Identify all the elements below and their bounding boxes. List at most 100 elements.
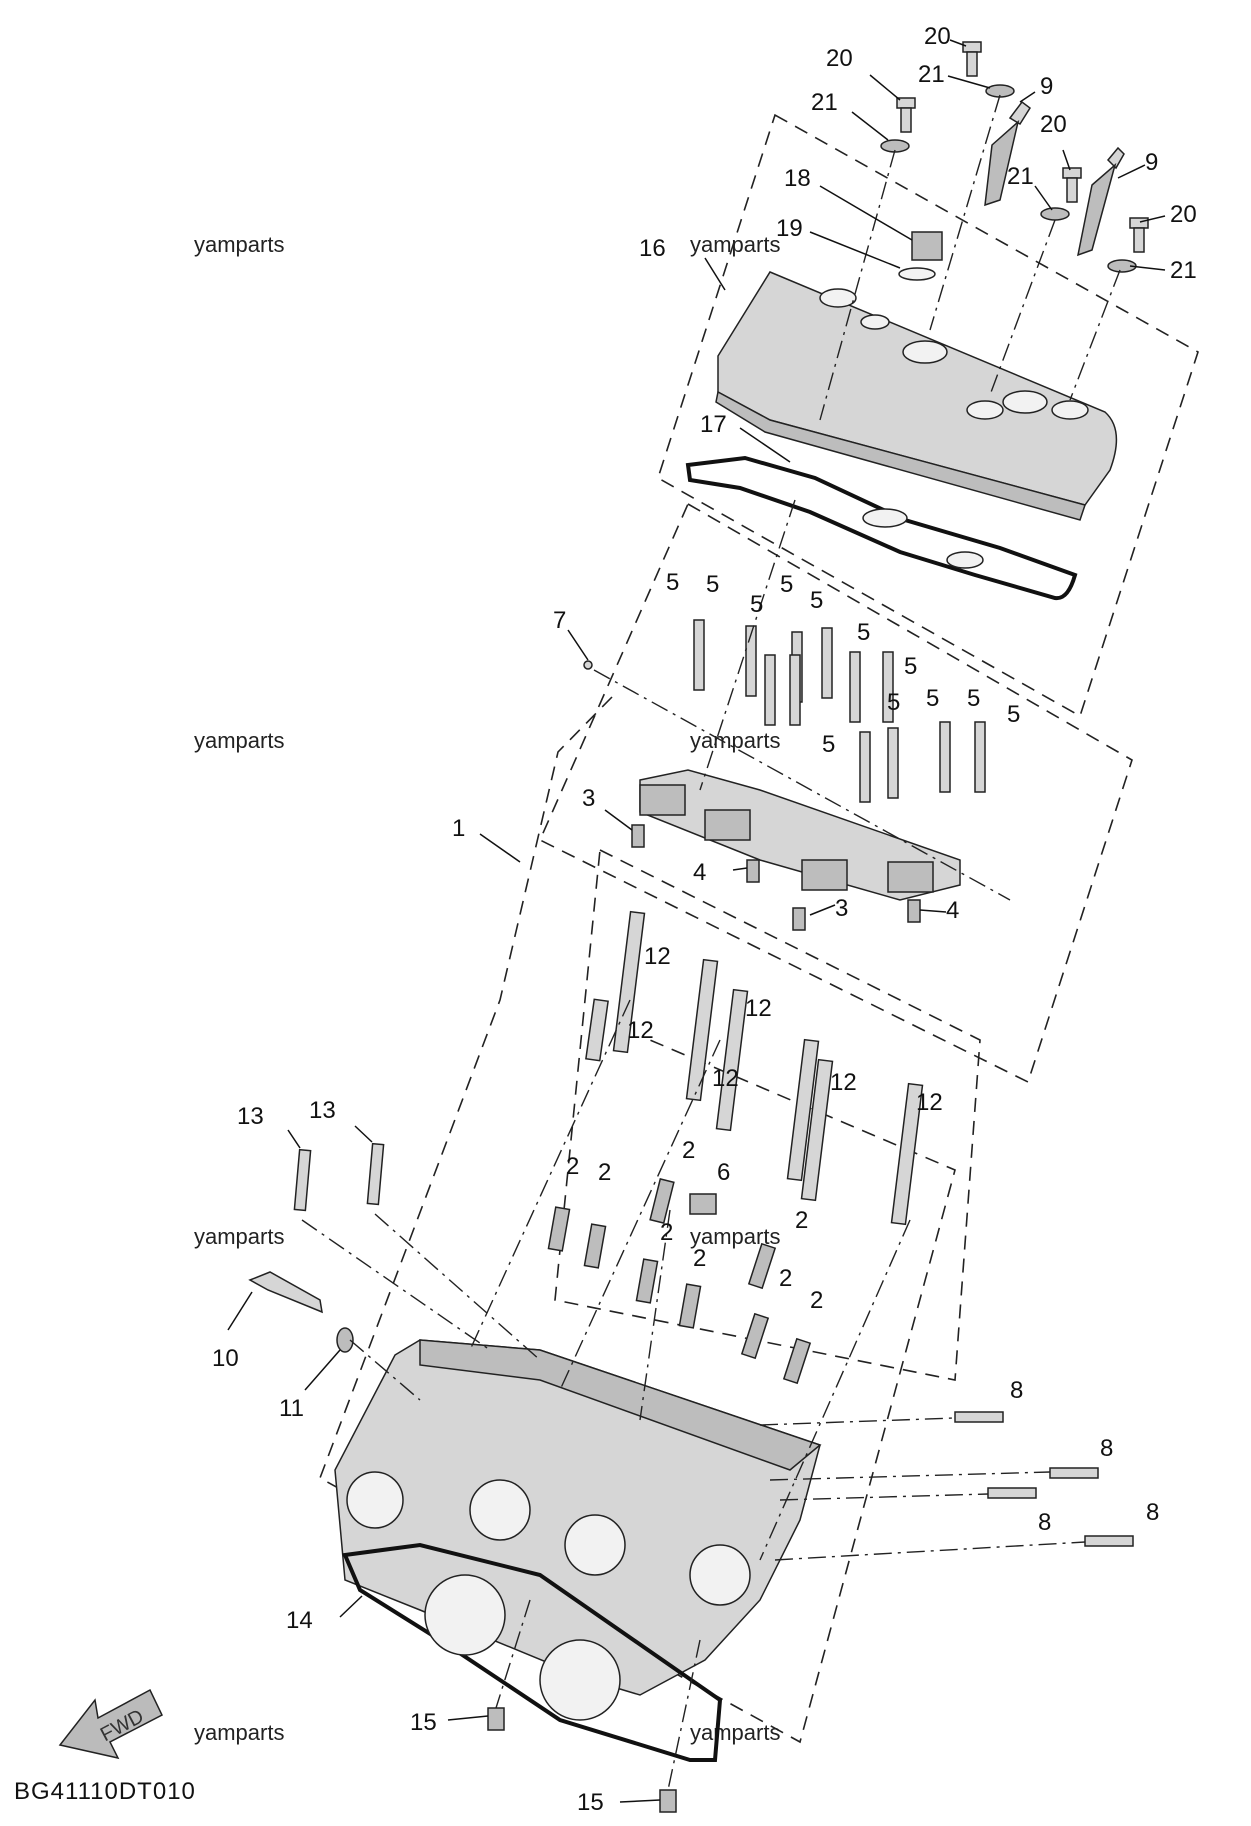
watermark: yamparts [690, 1720, 781, 1745]
diagram-code: BG41110DT010 [14, 1778, 196, 1805]
callout-2: 2 [598, 1159, 611, 1186]
watermark: yamparts [194, 1224, 285, 1249]
cover-bolt [1040, 167, 1082, 221]
callout-21: 21 [1007, 163, 1034, 190]
cylinder-head-gasket [342, 1542, 723, 1762]
stud-bolt [987, 1487, 1037, 1499]
callout-18: 18 [784, 165, 811, 192]
callout-5: 5 [780, 571, 793, 598]
camshaft-cap-assembly [639, 769, 961, 901]
callout-3: 3 [835, 895, 848, 922]
callout-4: 4 [693, 859, 706, 886]
watermark: yamparts [194, 728, 285, 753]
spark-plug [984, 100, 1032, 207]
callout-8: 8 [1038, 1509, 1051, 1536]
valve-guide-set [547, 1178, 812, 1385]
callout-10: 10 [212, 1345, 239, 1372]
callout-6: 6 [717, 1159, 730, 1186]
callout-1: 1 [452, 815, 465, 842]
callout-20: 20 [1040, 111, 1067, 138]
callout-5: 5 [666, 569, 679, 596]
callout-9: 9 [1145, 149, 1158, 176]
callout-17: 17 [700, 411, 727, 438]
watermark: yamparts [690, 728, 781, 753]
callout-3: 3 [582, 785, 595, 812]
callout-2: 2 [660, 1219, 673, 1246]
side-bolt [293, 1148, 312, 1212]
callout-5: 5 [810, 587, 823, 614]
callout-20: 20 [924, 23, 951, 50]
callout-15: 15 [577, 1789, 604, 1816]
gasket-plug-hole [946, 551, 984, 569]
callout-9: 9 [1040, 73, 1053, 100]
stud-bolt [954, 1411, 1004, 1423]
callout-5: 5 [926, 685, 939, 712]
callout-12: 12 [830, 1069, 857, 1096]
callout-16: 16 [639, 235, 666, 262]
dowel-pin [631, 824, 645, 848]
side-bolt [366, 1142, 385, 1206]
stud-bolt [1049, 1467, 1099, 1479]
dowel-pin [746, 859, 760, 883]
callout-5: 5 [822, 731, 835, 758]
callout-2: 2 [779, 1265, 792, 1292]
callout-13: 13 [237, 1103, 264, 1130]
callout-5: 5 [706, 571, 719, 598]
o-ring [898, 267, 936, 281]
callout-8: 8 [1010, 1377, 1023, 1404]
dowel-pin [792, 907, 806, 931]
washer [336, 1327, 354, 1353]
callout-20: 20 [826, 45, 853, 72]
callout-21: 21 [811, 89, 838, 116]
washer [1040, 207, 1070, 221]
dowel-pin [487, 1707, 505, 1731]
callout-21: 21 [918, 61, 945, 88]
spark-plug [1077, 146, 1125, 257]
callout-12: 12 [745, 995, 772, 1022]
callout-5: 5 [967, 685, 980, 712]
callout-21: 21 [1170, 257, 1197, 284]
callout-5: 5 [887, 689, 900, 716]
forward-arrow-icon: FWD [58, 1688, 163, 1760]
valve-cover-group-outline [657, 113, 1199, 718]
callout-5: 5 [750, 591, 763, 618]
cover-bolt [962, 41, 1015, 98]
callout-12: 12 [916, 1089, 943, 1116]
callout-12: 12 [644, 943, 671, 970]
callout-2: 2 [810, 1287, 823, 1314]
cover-bolt [880, 97, 916, 153]
callout-2: 2 [795, 1207, 808, 1234]
callout-2: 2 [566, 1153, 579, 1180]
callout-11: 11 [279, 1395, 304, 1422]
callout-12: 12 [712, 1065, 739, 1092]
watermark: yamparts [194, 232, 285, 257]
callout-5: 5 [1007, 701, 1020, 728]
callout-2: 2 [693, 1245, 706, 1272]
callout-labels: 20 21 9 20 21 20 21 9 20 21 18 19 16 17 … [212, 23, 1197, 1816]
callout-19: 19 [776, 215, 803, 242]
callout-15: 15 [410, 1709, 437, 1736]
watermark: yamparts [690, 232, 781, 257]
valve-cover-gasket [685, 455, 1078, 601]
callout-leaders [227, 39, 1166, 1803]
plug-seal [689, 1193, 717, 1215]
head-bolt-set [585, 910, 924, 1226]
callout-7: 7 [553, 607, 566, 634]
gasket-plug-hole [862, 508, 908, 528]
banjo-bolt [248, 1271, 323, 1314]
callout-13: 13 [309, 1097, 336, 1124]
assembly-lines [301, 94, 1121, 1791]
head-bolt-group-outline [554, 848, 981, 1381]
callout-4: 4 [946, 897, 959, 924]
callout-5: 5 [857, 619, 870, 646]
callout-14: 14 [286, 1607, 313, 1634]
watermark: yamparts [194, 1720, 285, 1745]
callout-8: 8 [1100, 1435, 1113, 1462]
cover-bolt [1107, 217, 1149, 273]
oil-filler-cap [911, 231, 943, 261]
cap-bolt-set [693, 619, 986, 803]
cylinder-head-assembly-outline [319, 696, 956, 1744]
callout-20: 20 [1170, 201, 1197, 228]
stud-bolt [1084, 1535, 1134, 1547]
